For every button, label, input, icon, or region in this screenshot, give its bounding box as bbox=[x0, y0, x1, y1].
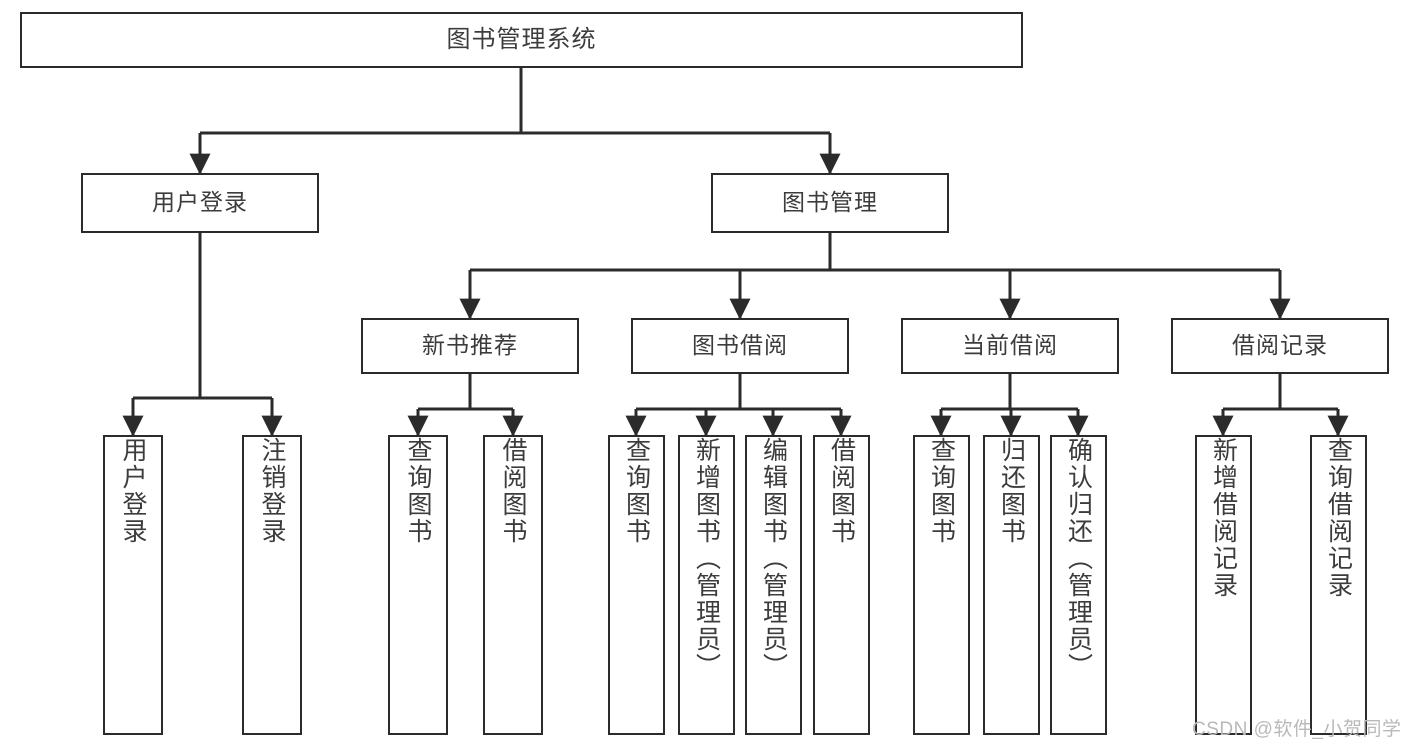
leaf-user-login[interactable]: 用户登录 bbox=[103, 435, 163, 735]
node-root-label: 图书管理系统 bbox=[446, 25, 597, 53]
leaf-borrow-book-1-label: 借阅图书 bbox=[499, 437, 527, 545]
node-current-borrow-label: 当前借阅 bbox=[962, 332, 1058, 359]
leaf-query-book-1[interactable]: 查询图书 bbox=[388, 435, 448, 735]
watermark: CSDN @软件_小贺同学 bbox=[1192, 719, 1402, 740]
node-user-login-label: 用户登录 bbox=[152, 189, 248, 216]
leaf-edit-book[interactable]: 编辑图书（管理员） bbox=[745, 435, 802, 735]
leaf-confirm-return-label: 确认归还（管理员） bbox=[1064, 437, 1093, 680]
leaf-query-book-2[interactable]: 查询图书 bbox=[608, 435, 665, 735]
leaf-return-book-label: 归还图书 bbox=[997, 437, 1026, 545]
node-new-book-recommend[interactable]: 新书推荐 bbox=[361, 318, 579, 374]
node-book-borrow-label: 图书借阅 bbox=[692, 332, 788, 359]
node-new-book-recommend-label: 新书推荐 bbox=[422, 332, 518, 359]
leaf-add-borrow-record[interactable]: 新增借阅记录 bbox=[1195, 435, 1252, 735]
node-book-manage[interactable]: 图书管理 bbox=[711, 173, 949, 233]
leaf-query-book-1-label: 查询图书 bbox=[404, 437, 432, 545]
leaf-query-borrow-record-label: 查询借阅记录 bbox=[1324, 437, 1353, 599]
leaf-query-book-3[interactable]: 查询图书 bbox=[913, 435, 970, 735]
leaf-query-book-2-label: 查询图书 bbox=[622, 437, 651, 545]
leaf-logout[interactable]: 注销登录 bbox=[242, 435, 302, 735]
node-book-borrow[interactable]: 图书借阅 bbox=[631, 318, 849, 374]
node-borrow-record-label: 借阅记录 bbox=[1232, 332, 1328, 359]
leaf-add-borrow-record-label: 新增借阅记录 bbox=[1209, 437, 1238, 599]
leaf-add-book-label: 新增图书（管理员） bbox=[692, 437, 721, 680]
node-user-login[interactable]: 用户登录 bbox=[81, 173, 319, 233]
leaf-borrow-book-2-label: 借阅图书 bbox=[827, 437, 856, 545]
leaf-user-login-label: 用户登录 bbox=[119, 437, 147, 545]
leaf-edit-book-label: 编辑图书（管理员） bbox=[759, 437, 788, 680]
leaf-query-book-3-label: 查询图书 bbox=[927, 437, 956, 545]
leaf-return-book[interactable]: 归还图书 bbox=[983, 435, 1040, 735]
node-root[interactable]: 图书管理系统 bbox=[20, 12, 1023, 68]
node-current-borrow[interactable]: 当前借阅 bbox=[901, 318, 1119, 374]
leaf-query-borrow-record[interactable]: 查询借阅记录 bbox=[1310, 435, 1367, 735]
leaf-borrow-book-2[interactable]: 借阅图书 bbox=[813, 435, 870, 735]
leaf-add-book[interactable]: 新增图书（管理员） bbox=[678, 435, 735, 735]
node-book-manage-label: 图书管理 bbox=[782, 189, 878, 216]
leaf-confirm-return[interactable]: 确认归还（管理员） bbox=[1050, 435, 1107, 735]
leaf-borrow-book-1[interactable]: 借阅图书 bbox=[483, 435, 543, 735]
leaf-logout-label: 注销登录 bbox=[258, 437, 286, 545]
node-borrow-record[interactable]: 借阅记录 bbox=[1171, 318, 1389, 374]
